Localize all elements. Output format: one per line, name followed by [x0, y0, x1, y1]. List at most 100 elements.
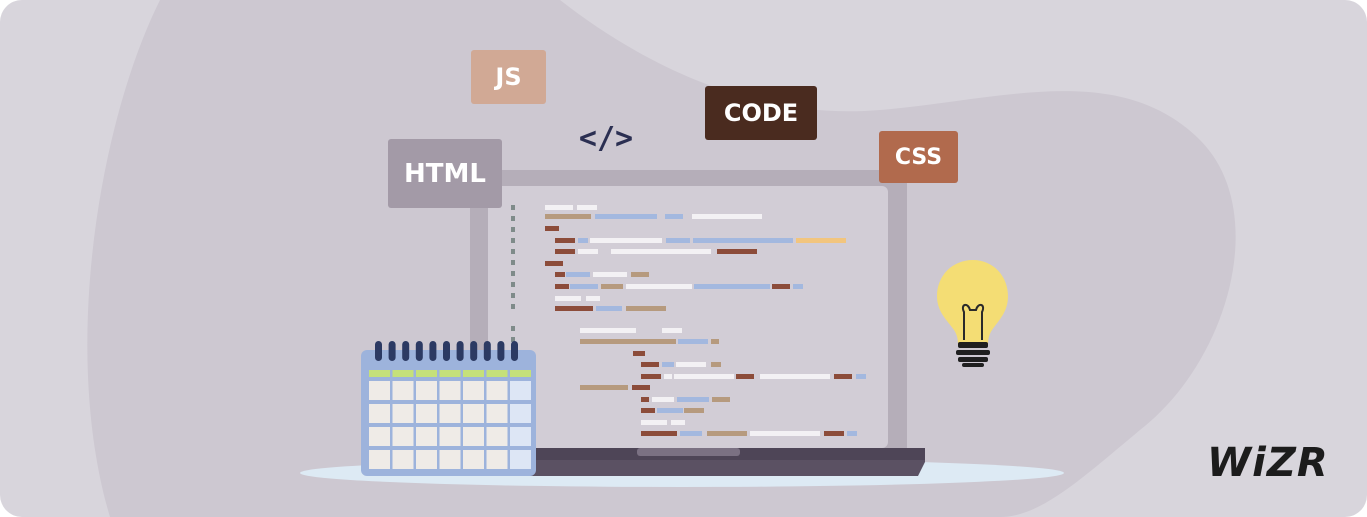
- calendar-ring: [456, 341, 464, 361]
- code-token: [707, 431, 747, 436]
- gutter-dot: [511, 260, 515, 265]
- code-token: [626, 284, 692, 289]
- code-token: [633, 351, 645, 356]
- code-token: [711, 362, 721, 367]
- calendar-day-cell: [369, 427, 390, 446]
- calendar-day-cell: [486, 404, 508, 423]
- code-token: [595, 214, 657, 219]
- code-token: [545, 226, 559, 231]
- calendar-header-cell: [416, 370, 437, 377]
- calendar-day-cell: [463, 381, 484, 400]
- code-token: [793, 284, 803, 289]
- calendar-day-cell: [392, 404, 414, 423]
- code-token: [578, 249, 598, 254]
- code-token: [545, 261, 563, 266]
- calendar-day-cell: [369, 404, 390, 423]
- calendar-day-cell: [392, 381, 414, 400]
- code-token: [555, 249, 575, 254]
- calendar-day-cell: [486, 427, 508, 446]
- code-token: [586, 296, 600, 301]
- css-tag: CSS: [879, 131, 958, 183]
- calendar-ring: [375, 341, 382, 361]
- code-token: [847, 431, 857, 436]
- code-token: [580, 385, 628, 390]
- calendar-header-cell: [369, 370, 390, 377]
- calendar-ring: [429, 341, 437, 361]
- calendar-ring: [443, 341, 450, 361]
- calendar-day-cell: [392, 427, 414, 446]
- code-token: [641, 420, 667, 425]
- calendar-header-cell: [463, 370, 484, 377]
- calendar-icon: [361, 341, 536, 476]
- calendar-header-cell: [486, 370, 508, 377]
- code-token: [577, 205, 597, 210]
- gutter-dot: [511, 271, 515, 276]
- calendar-day-cell: [463, 427, 484, 446]
- code-token: [596, 306, 622, 311]
- code-token: [666, 238, 690, 243]
- calendar-day-cell: [463, 404, 484, 423]
- calendar-ring: [511, 341, 518, 361]
- code-token: [671, 420, 685, 425]
- calendar-day-cell: [439, 381, 461, 400]
- code-token: [652, 397, 674, 402]
- code-token: [760, 374, 830, 379]
- code-token: [631, 272, 649, 277]
- code-editor-lines: [545, 205, 866, 436]
- calendar-day-cell: [439, 404, 461, 423]
- calendar-day-cell: [369, 381, 390, 400]
- code-token: [641, 408, 655, 413]
- gutter-dot: [511, 304, 515, 309]
- code-token: [680, 431, 702, 436]
- code-token: [580, 339, 676, 344]
- calendar-ring: [415, 341, 423, 361]
- calendar-day-cell: [392, 450, 414, 469]
- calendar-day-cell: [486, 381, 508, 400]
- calendar-ring: [388, 341, 396, 361]
- calendar-day-cell: [510, 427, 531, 446]
- code-token: [678, 339, 708, 344]
- code-brackets-icon: </>: [578, 120, 634, 156]
- gutter-dot: [511, 326, 515, 331]
- code-token: [641, 362, 659, 367]
- calendar-day-cell: [439, 427, 461, 446]
- gutter-dot: [511, 282, 515, 287]
- calendar-day-cell: [510, 450, 531, 469]
- gutter-dot: [511, 293, 515, 298]
- code-token: [711, 339, 719, 344]
- code-token: [580, 328, 636, 333]
- code-token: [796, 238, 846, 243]
- calendar-day-cell: [416, 427, 437, 446]
- calendar-day-cell: [369, 450, 390, 469]
- calendar-ring: [497, 341, 505, 361]
- code-token: [736, 374, 754, 379]
- code-token: [693, 238, 793, 243]
- gutter-dot: [511, 238, 515, 243]
- code-token: [824, 431, 844, 436]
- calendar-day-cell: [439, 450, 461, 469]
- code-gutter: [511, 205, 515, 342]
- code-token: [626, 306, 666, 311]
- code-token: [641, 374, 661, 379]
- code-token: [834, 374, 852, 379]
- code-token: [692, 214, 762, 219]
- code-token: [856, 374, 866, 379]
- calendar-day-cell: [416, 404, 437, 423]
- code-token: [570, 284, 598, 289]
- code-token: [555, 306, 593, 311]
- gutter-dot: [511, 216, 515, 221]
- code-token: [717, 249, 757, 254]
- code-token: [555, 296, 581, 301]
- code-token: [662, 362, 674, 367]
- code-tag: CODE: [705, 86, 817, 140]
- calendar-day-cell: [416, 450, 437, 469]
- calendar-ring: [402, 341, 410, 361]
- calendar-day-cell: [510, 404, 531, 423]
- code-token: [545, 214, 591, 219]
- code-token: [662, 328, 682, 333]
- code-token: [601, 284, 623, 289]
- code-token: [641, 431, 677, 436]
- code-token: [712, 397, 730, 402]
